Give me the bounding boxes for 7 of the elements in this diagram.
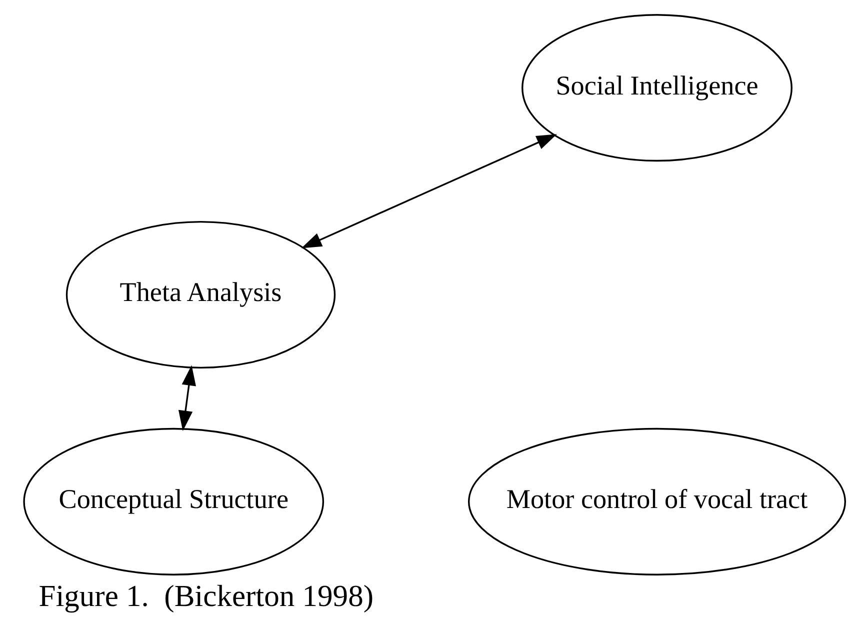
node-ellipse: Social Intelligence: [521, 14, 792, 162]
arrow: [300, 134, 556, 248]
node-ellipse: Theta Analysis: [65, 220, 336, 369]
node-ellipse: Conceptual Structure: [22, 428, 324, 576]
caption: Figure 1. (Bickerton 1998): [38, 578, 373, 613]
node-ellipse: Motor control of vocal tract: [467, 428, 846, 576]
arrow: [178, 365, 196, 432]
